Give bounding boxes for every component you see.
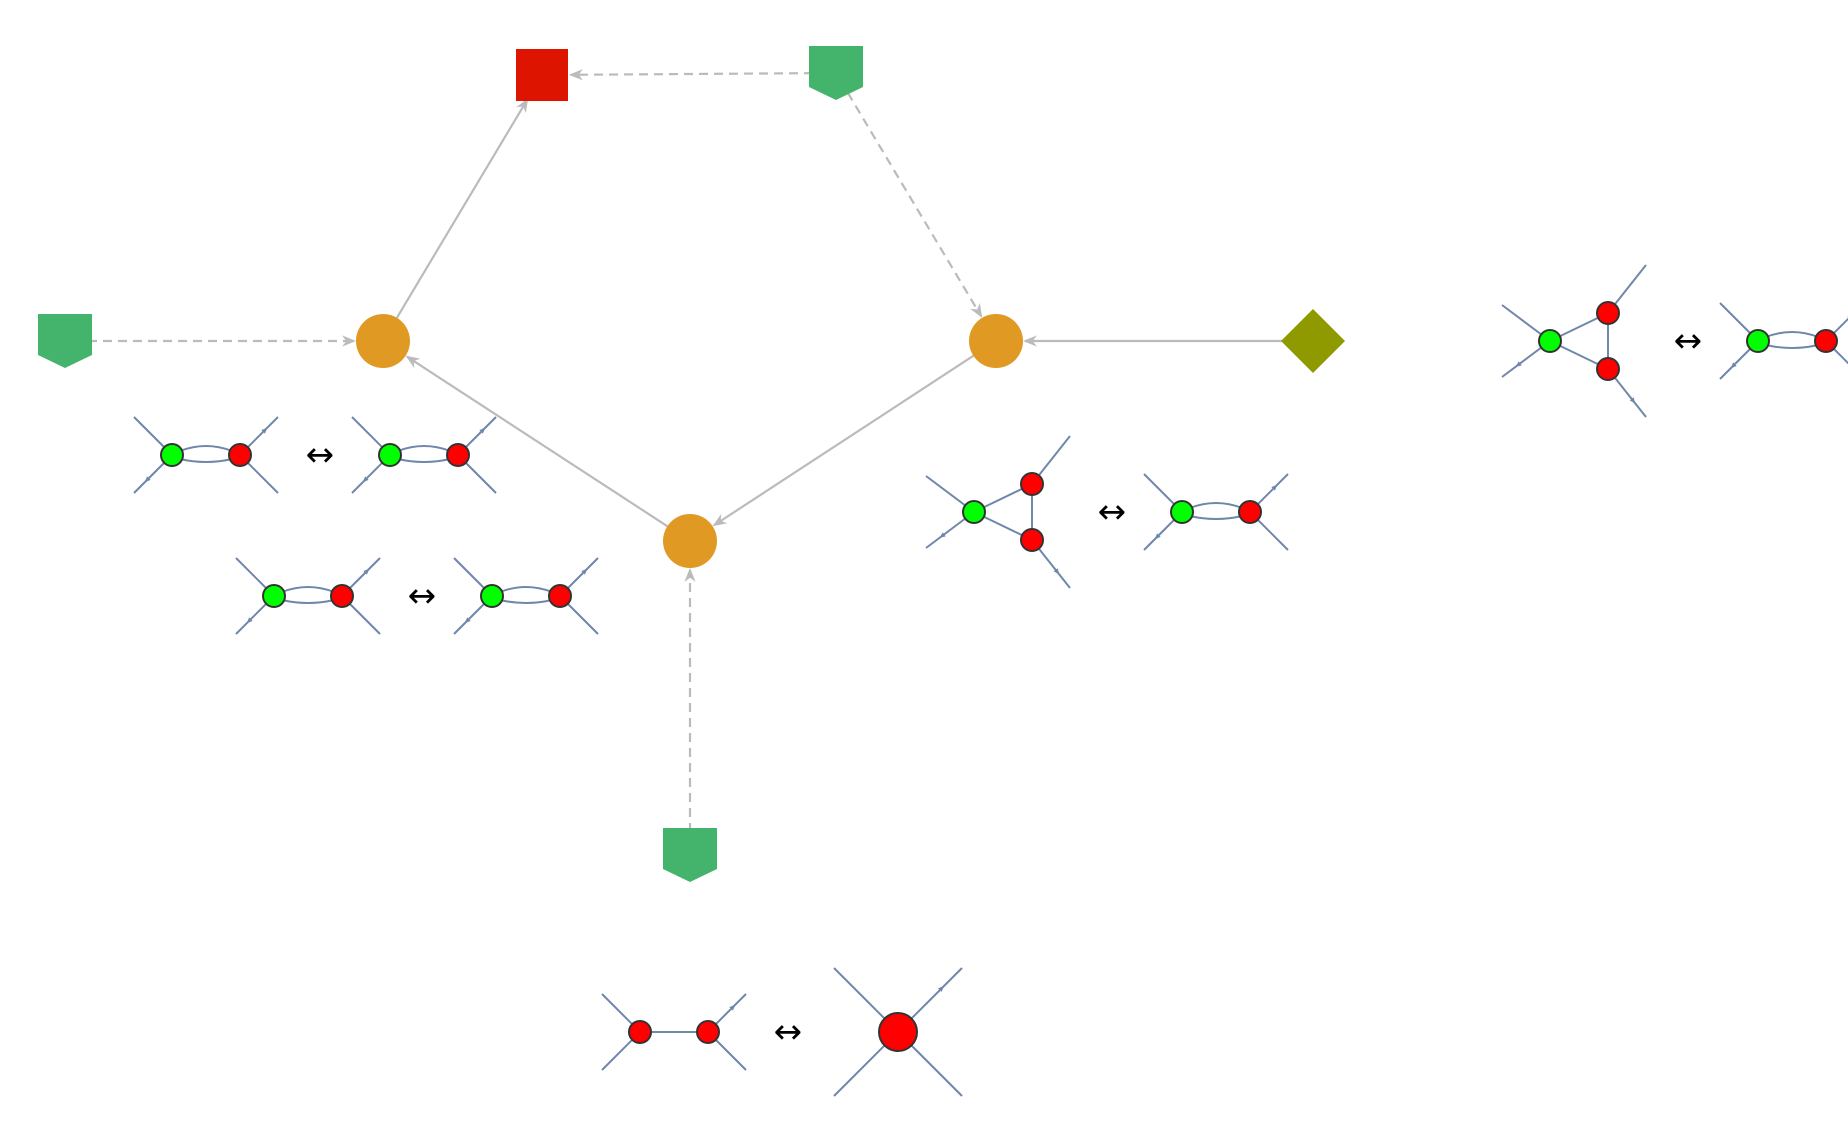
red-vertex bbox=[228, 443, 252, 467]
direction-tick bbox=[1053, 568, 1060, 575]
graph-arc bbox=[1765, 344, 1819, 349]
direction-tick bbox=[246, 617, 253, 624]
direction-tick bbox=[1515, 361, 1522, 367]
red-vertex bbox=[446, 443, 470, 467]
graph-arc bbox=[1189, 515, 1243, 520]
direction-tick bbox=[1271, 484, 1278, 491]
green-vertex bbox=[1746, 329, 1770, 353]
rule-lhs-graph bbox=[133, 416, 279, 494]
node-hub-left[interactable] bbox=[356, 314, 410, 368]
green-vertex bbox=[160, 443, 184, 467]
red-vertex bbox=[696, 1020, 720, 1044]
red-vertex bbox=[1238, 500, 1262, 524]
green-vertex bbox=[1538, 329, 1562, 353]
graph-arc bbox=[179, 445, 233, 452]
red-vertex bbox=[1814, 329, 1838, 353]
red-vertex bbox=[1596, 357, 1620, 381]
edge-hub_bottom-to-hub_left bbox=[405, 355, 672, 530]
graph-arc bbox=[499, 599, 553, 604]
direction-tick bbox=[479, 427, 486, 434]
direction-tick bbox=[1730, 362, 1737, 369]
direction-tick bbox=[261, 427, 268, 434]
direction-tick bbox=[362, 476, 369, 483]
node-diamond-right[interactable] bbox=[1281, 309, 1345, 373]
graph-arc bbox=[1189, 502, 1243, 509]
direction-tick bbox=[1629, 397, 1636, 404]
graph-arc bbox=[1765, 331, 1819, 338]
green-vertex bbox=[480, 584, 504, 608]
rule-equivalence-symbol: ↔ bbox=[306, 435, 335, 475]
rule-rhs-graph bbox=[1143, 473, 1289, 551]
graph-arc bbox=[499, 586, 553, 593]
edge-source_top-to-target bbox=[568, 69, 814, 81]
rule-rhs-graph bbox=[1719, 302, 1848, 380]
graph-arc bbox=[281, 586, 335, 593]
node-source-top[interactable] bbox=[809, 46, 863, 100]
red-vertex bbox=[628, 1020, 652, 1044]
rule-lhs-graph bbox=[235, 557, 381, 635]
direction-tick bbox=[938, 985, 945, 992]
rule-lhs-graph bbox=[601, 993, 747, 1071]
rule-lhs-graph bbox=[925, 435, 1071, 589]
red-vertex bbox=[878, 1012, 918, 1052]
edge-source_top-to-hub_right bbox=[846, 92, 983, 318]
rewrite-rule-left-2: ↔ bbox=[235, 557, 599, 635]
rewrite-rule-middle: ↔ bbox=[925, 435, 1289, 589]
red-vertex bbox=[1020, 528, 1044, 552]
nodes-layer bbox=[38, 46, 1345, 882]
green-vertex bbox=[378, 443, 402, 467]
direction-tick bbox=[729, 1004, 736, 1011]
edge-hub_right-to-hub_bottom bbox=[712, 352, 978, 527]
red-vertex bbox=[330, 584, 354, 608]
rule-equivalence-symbol: ↔ bbox=[774, 1012, 803, 1052]
rule-equivalence-symbol: ↔ bbox=[408, 576, 437, 616]
red-vertex bbox=[1596, 301, 1620, 325]
graph-arc bbox=[397, 458, 451, 463]
graph-arc bbox=[179, 458, 233, 463]
direction-tick bbox=[581, 568, 588, 575]
rule-rhs-graph bbox=[453, 557, 599, 635]
rewrite-rule-left-1: ↔ bbox=[133, 416, 497, 494]
rewrite-rule-bottom: ↔ bbox=[601, 967, 963, 1097]
green-vertex bbox=[262, 584, 286, 608]
rewrite-rule-far-right: ↔ bbox=[1501, 264, 1848, 418]
node-hub-bottom[interactable] bbox=[663, 514, 717, 568]
node-source-bottom[interactable] bbox=[663, 828, 717, 882]
rule-equivalence-symbol: ↔ bbox=[1674, 321, 1703, 361]
red-vertex bbox=[1020, 472, 1044, 496]
graph-arc bbox=[281, 599, 335, 604]
rule-lhs-graph bbox=[1501, 264, 1647, 418]
direction-tick bbox=[1154, 533, 1161, 540]
edge-hub_left-to-target bbox=[393, 98, 529, 322]
rule-rhs-graph bbox=[351, 416, 497, 494]
node-target[interactable] bbox=[516, 49, 568, 101]
node-hub-right[interactable] bbox=[969, 314, 1023, 368]
rules-layer: ↔ ↔ ↔ ↔ ↔ bbox=[133, 264, 1848, 1097]
green-vertex bbox=[962, 500, 986, 524]
rule-rhs-graph bbox=[833, 967, 963, 1097]
direction-tick bbox=[939, 532, 946, 538]
edges-layer bbox=[88, 69, 1285, 832]
rule-equivalence-symbol: ↔ bbox=[1098, 492, 1127, 532]
green-vertex bbox=[1170, 500, 1194, 524]
direction-tick bbox=[464, 617, 471, 624]
direction-tick bbox=[363, 568, 370, 575]
red-vertex bbox=[548, 584, 572, 608]
node-source-left[interactable] bbox=[38, 314, 92, 368]
graph-arc bbox=[397, 445, 451, 452]
direction-tick bbox=[144, 476, 151, 483]
